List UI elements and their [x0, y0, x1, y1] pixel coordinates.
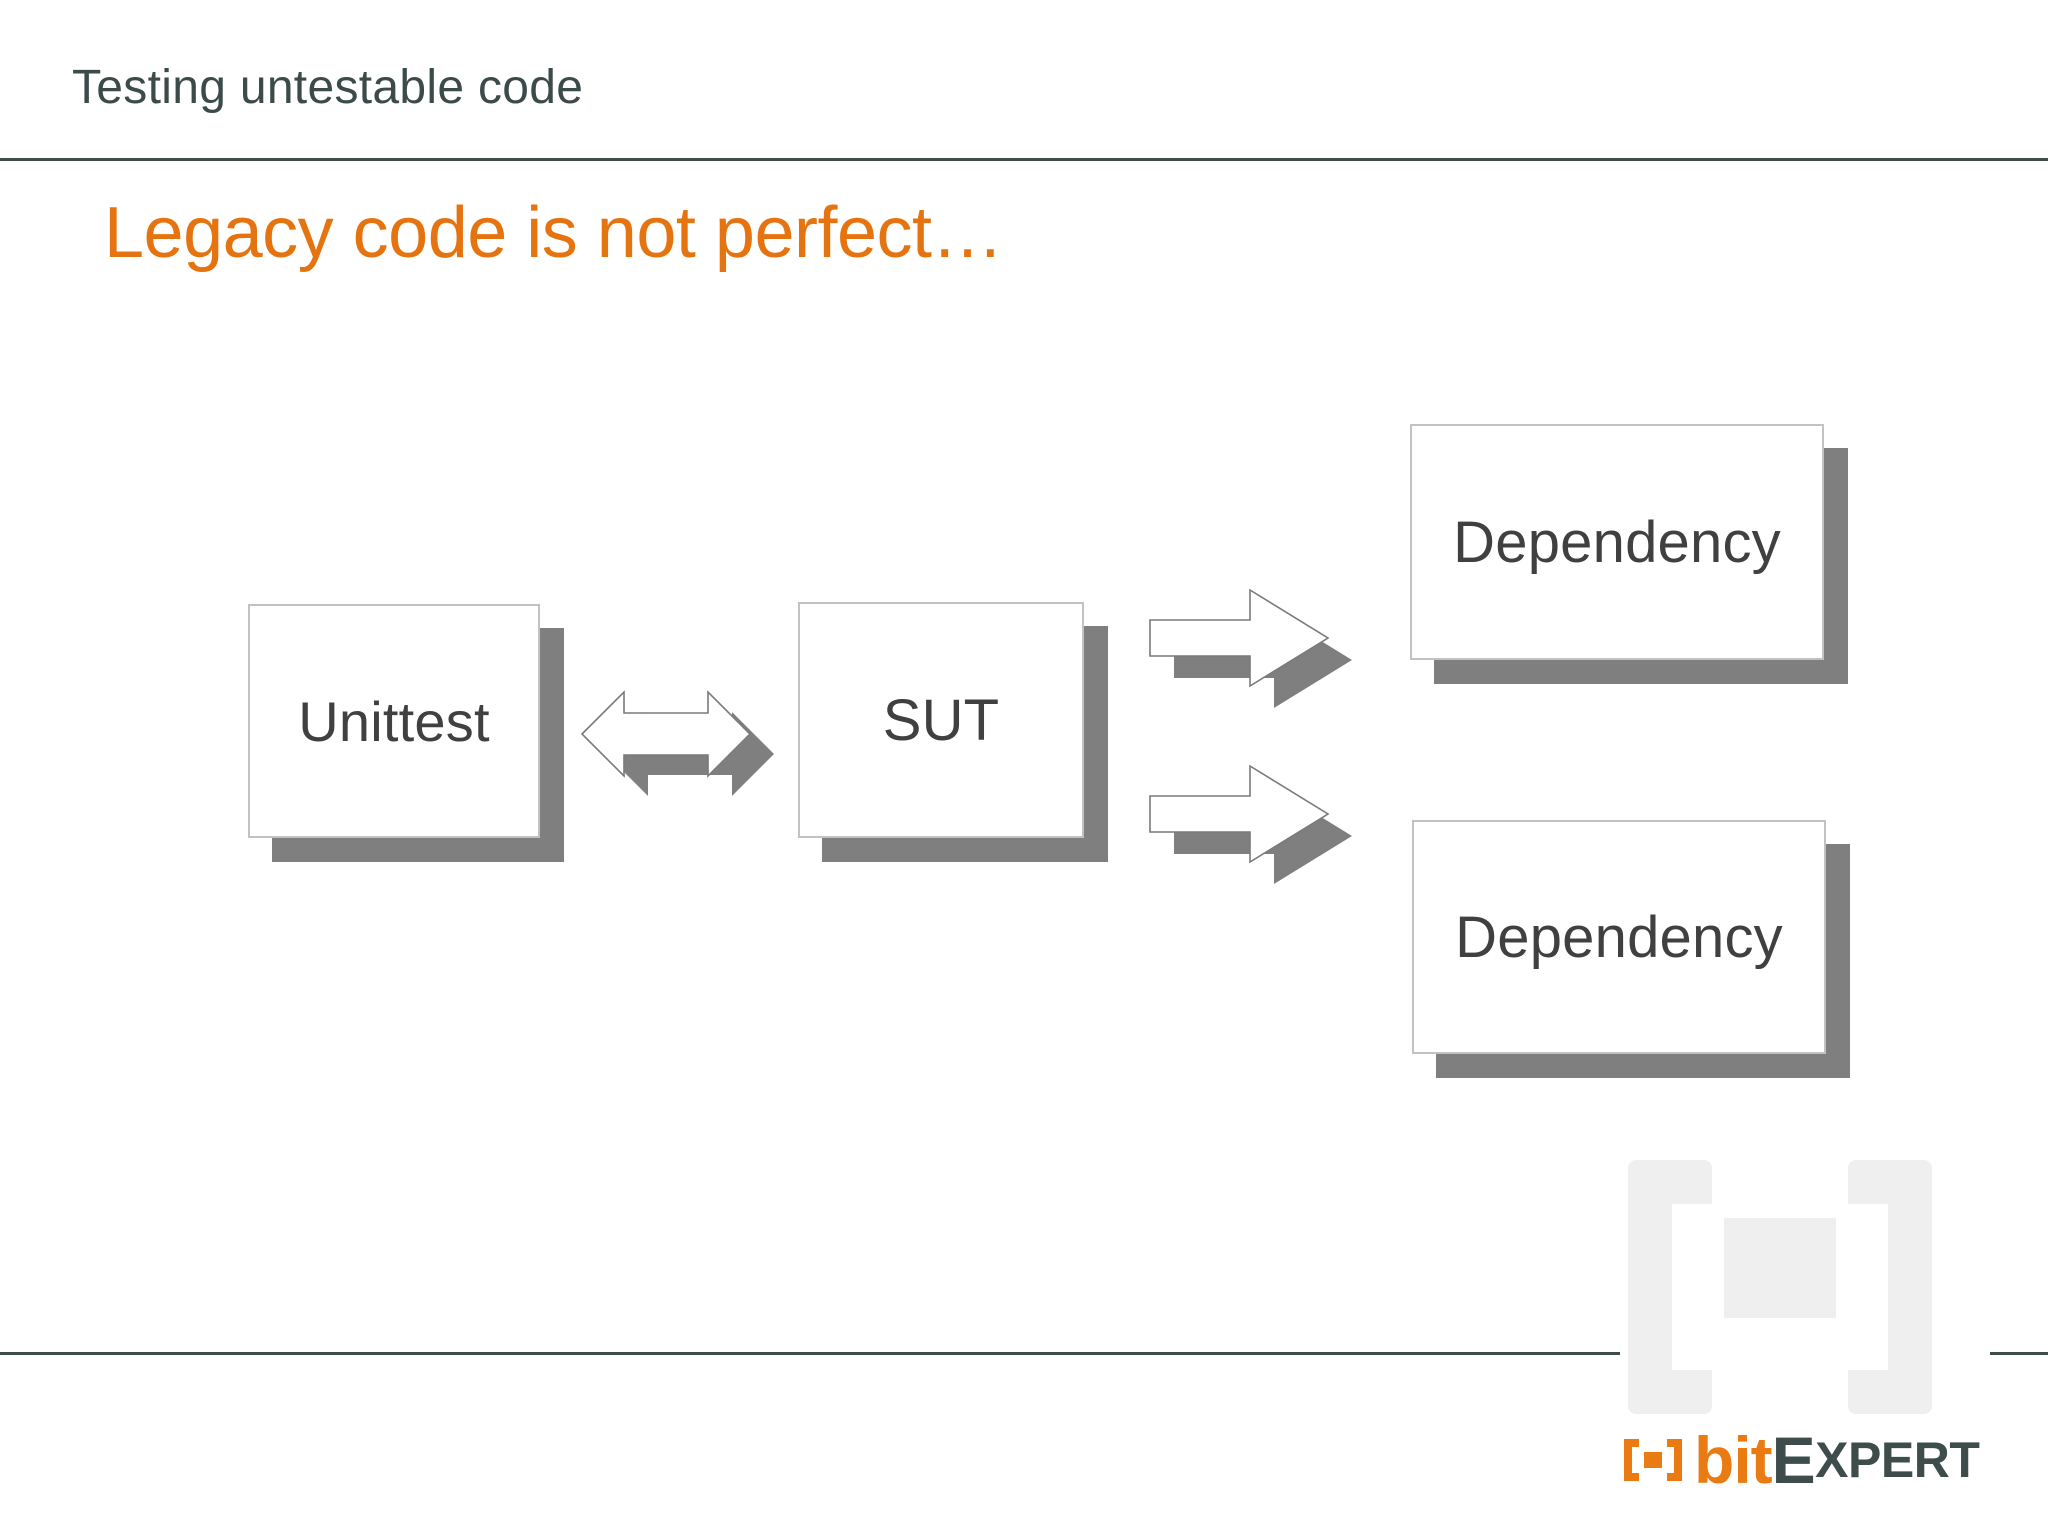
bitexpert-logo: bit E XPERT	[1624, 1423, 1980, 1497]
connector-face	[1149, 764, 1330, 864]
node-face: Dependency	[1412, 820, 1826, 1054]
logo-word-bit: bit	[1694, 1423, 1773, 1497]
bitexpert-bracket-icon	[1624, 1439, 1682, 1481]
connector-face	[580, 690, 752, 778]
logo-bracket-left-icon	[1624, 1439, 1639, 1481]
logo-core-square	[1644, 1452, 1662, 1468]
diagram-node-dependency-2[interactable]: Dependency	[1412, 820, 1850, 1078]
bitexpert-watermark-icon	[1628, 1160, 1932, 1414]
header-divider-rule	[0, 158, 2048, 161]
footer-divider-rule	[0, 1352, 1620, 1355]
node-label-sut: SUT	[882, 687, 1000, 753]
logo-word-xpert: XPERT	[1815, 1432, 1980, 1488]
watermark-notch	[1848, 1204, 1888, 1370]
connector-sut-to-dependency-1	[1148, 576, 1362, 722]
logo-notch	[1667, 1447, 1674, 1473]
node-label-dependency-2: Dependency	[1455, 904, 1783, 970]
node-face: Dependency	[1410, 424, 1824, 660]
connector-sut-to-dependency-2	[1148, 752, 1362, 898]
connector-face	[1149, 588, 1330, 688]
node-label-unittest: Unittest	[298, 689, 490, 753]
logo-notch	[1632, 1447, 1639, 1473]
logo-bracket-right-icon	[1667, 1439, 1682, 1481]
connector-bidirectional-unittest-sut	[580, 676, 800, 822]
watermark-notch	[1672, 1204, 1712, 1370]
logo-word-e: E	[1771, 1423, 1816, 1497]
watermark-bracket-left-icon	[1628, 1160, 1712, 1414]
page-title: Legacy code is not perfect…	[104, 193, 1004, 273]
node-label-dependency-1: Dependency	[1453, 509, 1781, 575]
watermark-core-square	[1724, 1218, 1836, 1318]
slide-header-title: Testing untestable code	[72, 61, 584, 114]
diagram-node-unittest[interactable]: Unittest	[248, 604, 564, 862]
node-face: SUT	[798, 602, 1084, 838]
diagram-node-dependency-1[interactable]: Dependency	[1410, 424, 1848, 684]
node-face: Unittest	[248, 604, 540, 838]
footer-divider-rule-right	[1990, 1352, 2048, 1355]
watermark-bracket-right-icon	[1848, 1160, 1932, 1414]
diagram-node-sut[interactable]: SUT	[798, 602, 1108, 862]
